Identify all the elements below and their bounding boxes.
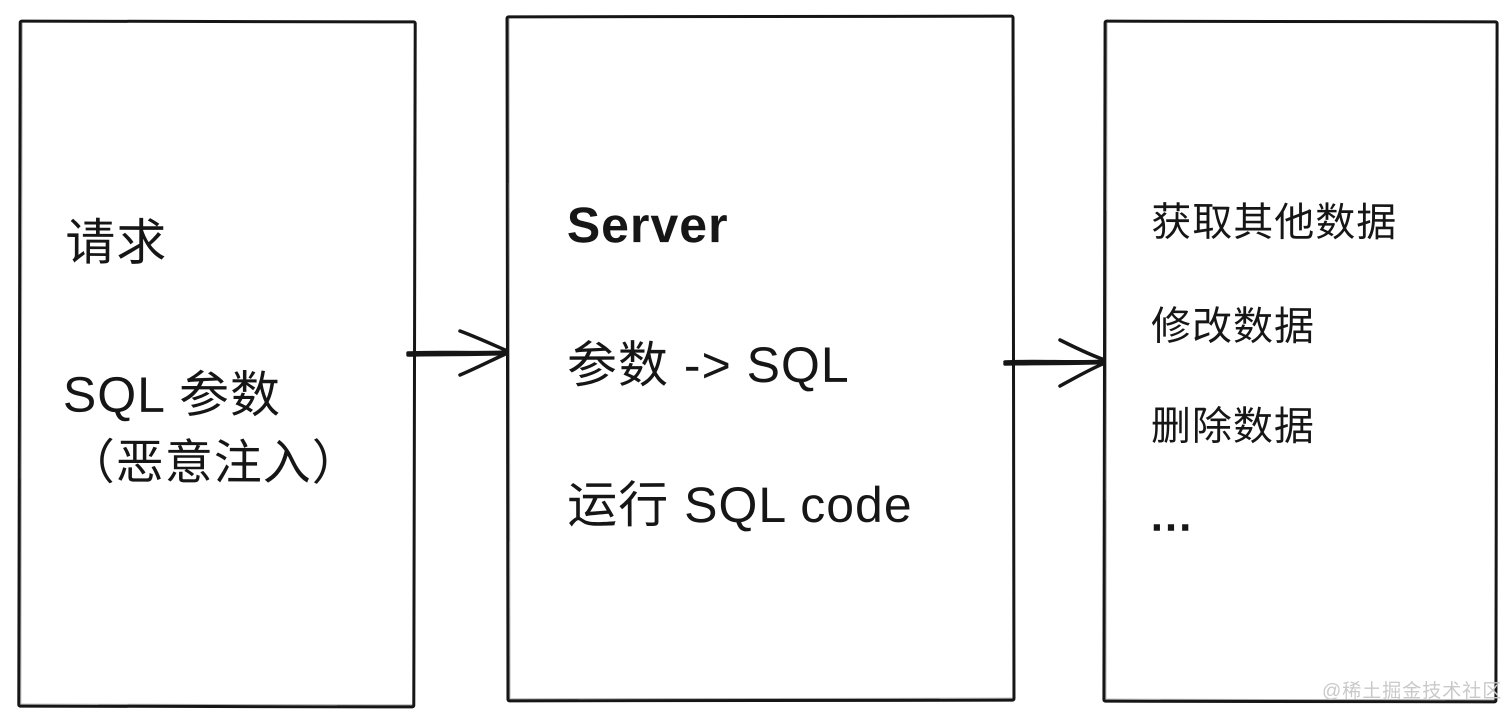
impact-box: 获取其他数据 修改数据 删除数据 ... bbox=[1102, 19, 1499, 704]
ellipsis-label: ... bbox=[1150, 491, 1194, 541]
request-label: 请求 bbox=[65, 214, 168, 271]
arrow-right-icon bbox=[406, 329, 512, 377]
server-box: Server 参数 -> SQL 运行 SQL code bbox=[505, 14, 1016, 703]
modify-data-label: 修改数据 bbox=[1151, 304, 1316, 350]
param-to-sql-label: 参数 -> SQL bbox=[566, 336, 850, 394]
run-sql-code-label: 运行 SQL code bbox=[567, 476, 913, 534]
watermark: @稀土掘金技术社区 bbox=[1322, 681, 1503, 702]
sql-param-label: SQL 参数 bbox=[62, 366, 282, 424]
delete-data-label: 删除数据 bbox=[1150, 404, 1315, 450]
malicious-inject-label: （恶意注入） bbox=[66, 436, 361, 491]
request-box: 请求 SQL 参数 （恶意注入） bbox=[17, 19, 417, 709]
arrow-right-icon bbox=[1003, 338, 1110, 388]
fetch-other-data-label: 获取其他数据 bbox=[1151, 200, 1398, 246]
server-label: Server bbox=[566, 197, 729, 254]
